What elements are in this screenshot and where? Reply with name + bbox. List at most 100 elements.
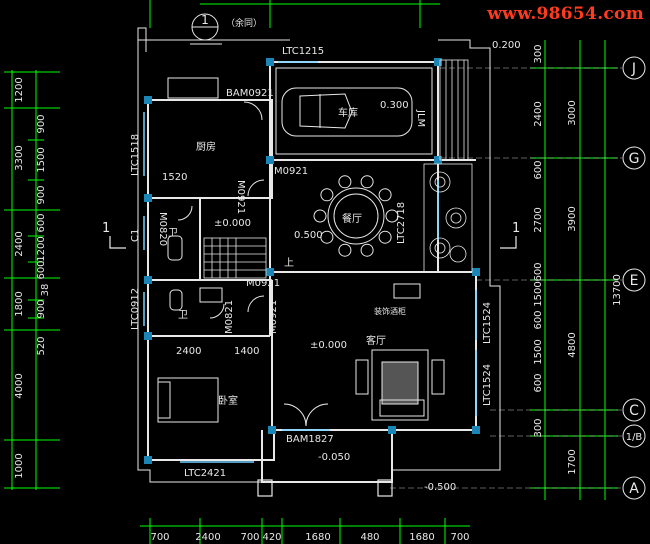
code-m0820: M0820 [157,212,168,246]
dim-right-inner: 2700 [533,207,544,232]
dining-chairs [313,175,399,257]
fixtures [167,77,421,311]
code-ltc1524-bottom: LTC1524 [482,364,493,406]
section-cut-markers [109,236,517,249]
dim-left-outer: 3300 [14,145,25,170]
dim-right-mid: 1700 [567,449,578,474]
room-wc2: 卫 [178,310,188,321]
room-cabinet: 装饰酒柜 [374,306,406,316]
dim-left-inner: 520 [36,336,47,355]
dim-right-mid: 4800 [567,332,578,357]
dim-right-inner: 600 [533,262,544,281]
section-left-label: 1 [102,221,110,236]
dining-chair [320,230,334,244]
dim-bottom: 700 [240,532,259,543]
level-entry: -0.050 [318,452,350,463]
code-m0921-living: M0921 [268,300,279,334]
axis-bubbles [622,56,646,500]
code-ltc1518: LTC1518 [130,134,141,176]
dim-right-mid: 3000 [567,100,578,125]
dim-left-outer: 1000 [14,453,25,478]
dim-right-inner: 2400 [533,101,544,126]
code-ltc2421: LTC2421 [184,468,226,479]
code-ltc1215: LTC1215 [282,46,324,57]
dim-bottom: 700 [150,532,169,543]
code-bam1827: BAM1827 [286,434,334,445]
code-ltc1524-top: LTC1524 [482,302,493,344]
dim-left-misc: 38 [40,284,51,297]
dining-chair [360,175,374,189]
planter [423,163,473,273]
code-m0821: M0821 [224,300,235,334]
code-ltc2718: LTC2718 [396,202,407,244]
dim-right-total: 13700 [612,274,623,306]
dim-bottom: 2400 [195,532,220,543]
axis-J: J [631,61,636,77]
code-bam0921: BAM0921 [226,88,274,99]
dimension-texts: 1200330024001800400010009001500900600120… [14,0,578,543]
dim-left-inner: 900 [36,299,47,318]
code-m0921-left: M0921 [246,278,280,289]
windows [143,61,477,463]
dim-kitchen-width: 1520 [162,172,187,183]
dim-bottom: 480 [360,532,379,543]
eave-outline [137,27,501,483]
dim-bed-width2: 1400 [234,346,259,357]
dim-bed-width1: 2400 [176,346,201,357]
room-wc1: 卫 [168,228,178,239]
car-symbol [281,87,413,137]
section-mark: 1 （余同） [190,13,262,45]
sofa-set [355,349,445,421]
level-dining: 0.500 [294,230,323,241]
dining-chair [385,209,399,223]
column-markers [144,58,480,464]
dim-right-inner: 1500 [533,339,544,364]
section-note: （余同） [226,17,262,29]
dim-left-inner: 600 [36,260,47,279]
dim-left-outer: 1800 [14,291,25,316]
dim-bottom: 700 [450,532,469,543]
axis-E: E [630,273,639,289]
dim-top: 1200 [285,0,310,3]
axis-lines [390,67,622,489]
code-ltc0912: LTC0912 [130,288,141,330]
dim-right-inner: 600 [533,160,544,179]
axis-G: G [629,151,640,167]
dim-right-inner: 300 [533,418,544,437]
dim-left-inner: 600 [36,213,47,232]
room-bedroom: 卧室 [218,394,238,407]
level-outside: -0.500 [424,482,456,493]
room-kitchen: 厨房 [196,140,216,153]
level-wc: ±0.000 [214,218,251,229]
level-living: ±0.000 [310,340,347,351]
dim-top: 3120 [345,0,370,3]
door-swings [177,101,329,427]
dim-right-inner: 300 [533,44,544,63]
axis-B: 1/B [626,432,643,443]
dim-bottom: 1680 [409,532,434,543]
code-m0921-v: M0921 [235,180,246,214]
dim-left-inner: 1500 [36,147,47,172]
dining-chair [338,243,352,257]
code-jlm: JLM [415,109,426,127]
stairs [203,237,267,279]
dim-left-outer: 2400 [14,231,25,256]
dim-right-inner: 600 [533,373,544,392]
dim-right-inner: 1500 [533,281,544,306]
dining-table [327,187,385,245]
watermark: www.98654.com [487,4,644,24]
level-top-right: 0.200 [492,40,521,51]
room-garage: 车库 [338,106,358,119]
dining-chair [360,243,374,257]
dim-left-inner: 1200 [36,236,47,261]
room-dining: 餐厅 [342,212,362,225]
dim-bottom: 1680 [305,532,330,543]
dim-left-inner: 900 [36,185,47,204]
dining-chair [378,230,392,244]
level-garage: 0.300 [380,100,409,111]
dining-chair [378,188,392,202]
section-right-label: 1 [512,221,520,236]
dim-bottom: 420 [262,532,281,543]
code-m0921-kitchen: M0921 [274,166,308,177]
